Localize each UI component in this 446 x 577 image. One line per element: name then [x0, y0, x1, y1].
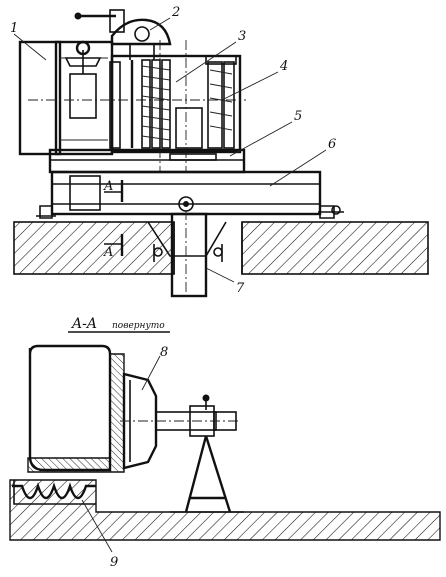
section-marker — [104, 180, 124, 256]
callout-1: 1 — [10, 21, 18, 36]
leader-lines — [13, 17, 327, 283]
control-head — [74, 9, 172, 60]
assembly-view: 1 2 3 4 5 6 7 A A — [10, 5, 429, 300]
callout-3: 3 — [238, 29, 246, 44]
callout-2: 2 — [171, 5, 180, 20]
foundation — [13, 221, 429, 275]
section-subtitle: повернуто — [112, 321, 165, 331]
callout-6: 6 — [328, 137, 336, 152]
callout-8: 8 — [160, 345, 168, 360]
callout-5: 5 — [294, 109, 302, 124]
callout-4: 4 — [279, 59, 288, 74]
callout-9: 9 — [110, 555, 118, 570]
drive-shaft — [147, 210, 227, 300]
section-letter-lower: A — [103, 245, 113, 260]
motor — [18, 40, 121, 156]
callout-7: 7 — [236, 281, 245, 296]
guide-pillars — [205, 55, 237, 149]
section-view: A-A повернуто 8 9 — [9, 316, 441, 570]
spring-assembly — [130, 59, 171, 149]
rotary-table — [36, 170, 344, 219]
section-title: A-A — [70, 316, 97, 332]
section-letter-upper: A — [103, 179, 113, 194]
